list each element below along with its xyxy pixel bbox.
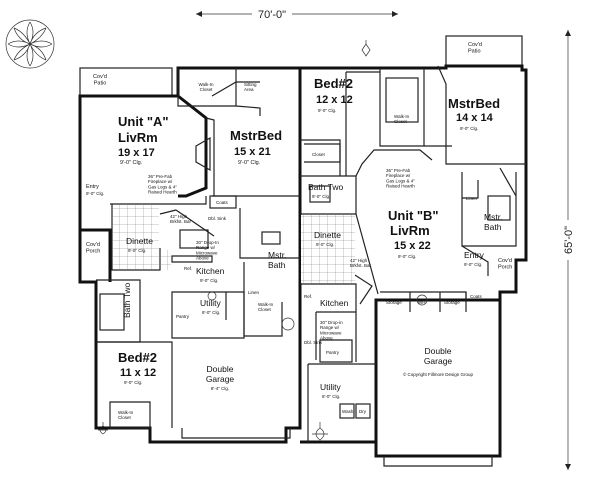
unit-b-mstrbed-ceiling: 9'-0" Clg. bbox=[460, 126, 478, 131]
width-dimension-label: 70'-0" bbox=[258, 9, 286, 21]
unit-b-mstrbed-label: MstrBed bbox=[448, 96, 500, 111]
unit-a-livrm-size: 19 x 17 bbox=[118, 147, 155, 159]
unit-a-interior bbox=[96, 68, 300, 439]
unit-a-mstrbed-size: 15 x 21 bbox=[234, 146, 271, 158]
landscape-marks bbox=[98, 40, 371, 441]
unit-b-bed2-label: Bed#2 bbox=[314, 76, 353, 91]
unit-a-mstr-bath-label: Mstr.Bath bbox=[268, 250, 286, 270]
unit-b-walls bbox=[300, 35, 528, 458]
unit-a-utility-ceiling: 8'-0" Clg. bbox=[202, 310, 220, 315]
width-dimension: 70'-0" bbox=[196, 6, 398, 21]
unit-b-dbl-sink-label: Dbl. Sink bbox=[304, 340, 323, 345]
unit-b-bath-two-ceiling: 9'-0" Clg. bbox=[312, 194, 330, 199]
unit-a-kitchen-floor bbox=[161, 250, 171, 270]
unit-b-ref-label: Ref. bbox=[304, 294, 312, 299]
unit-b-mstr-bath-label: Mstr.Bath bbox=[484, 212, 502, 232]
unit-a-dinette-label: Dinette bbox=[126, 236, 153, 246]
unit-a-mstrbed-label: MstrBed bbox=[230, 128, 282, 143]
fixture-circles bbox=[207, 291, 428, 331]
unit-b-wh-label: WH bbox=[418, 300, 426, 305]
unit-a-pantry-label: Pantry bbox=[176, 314, 190, 319]
unit-b-coats-label: Coats bbox=[470, 294, 483, 299]
unit-b-mstrbed-size: 14 x 14 bbox=[456, 112, 494, 124]
copyright-notice: © Copyright Fillmore Design Group bbox=[403, 371, 474, 377]
unit-a-coats-label: Coats bbox=[216, 200, 229, 205]
unit-b-entry-label: Entry bbox=[464, 250, 485, 260]
unit-b-linen-label: Linen bbox=[466, 196, 478, 201]
unit-b-kitchen-label: Kitchen bbox=[320, 298, 349, 308]
unit-b-livrm-name: Unit "B" bbox=[388, 208, 439, 223]
unit-b-storage-1-label: Storage bbox=[386, 300, 402, 305]
unit-b-dryer-label: Dry bbox=[359, 409, 367, 414]
unit-a-bed2-label: Bed#2 bbox=[118, 350, 157, 365]
unit-a-garage-ceiling: 8'-4" Clg. bbox=[211, 386, 229, 391]
unit-a-kitchen-ceiling: 9'-0" Clg. bbox=[200, 278, 218, 283]
unit-b-livrm-ceiling: 9'-0" Clg. bbox=[398, 254, 416, 259]
unit-a-bath-two-label: Bath Two bbox=[122, 282, 132, 318]
unit-b-utility-label: Utility bbox=[320, 382, 342, 392]
unit-b-washer-label: Wash bbox=[342, 409, 354, 414]
unit-a-mstrbed-ceiling: 9'-0" Clg. bbox=[238, 160, 261, 166]
unit-b-livrm-size: 15 x 22 bbox=[394, 240, 431, 252]
unit-a-linen-label: Linen bbox=[248, 290, 260, 295]
unit-b-entry-ceiling: 9'-0" Clg. bbox=[464, 262, 482, 267]
unit-b-storage-2-label: Storage bbox=[444, 300, 460, 305]
unit-b-bath-two-label: Bath Two bbox=[308, 182, 344, 192]
unit-b-interior bbox=[300, 65, 526, 467]
depth-dimension: 65'-0" bbox=[562, 30, 576, 470]
unit-b-bed2-ceiling: 9'-0" Clg. bbox=[318, 108, 336, 113]
unit-b-closet-label: Closet bbox=[312, 152, 326, 157]
unit-a-bed2-size: 11 x 12 bbox=[120, 367, 156, 379]
unit-b-pantry-label: Pantry bbox=[326, 350, 340, 355]
unit-b-utility-ceiling: 8'-0" Clg. bbox=[322, 394, 340, 399]
unit-b-bed2-size: 12 x 12 bbox=[316, 94, 353, 106]
unit-b-dinette-floor bbox=[301, 215, 355, 283]
unit-a-utility-label: Utility bbox=[200, 298, 222, 308]
unit-a-livrm-label: LivRm bbox=[118, 130, 158, 145]
unit-a-dinette-floor bbox=[113, 205, 159, 269]
unit-b-dinette-ceiling: 9'-0" Clg. bbox=[316, 242, 334, 247]
unit-b-livrm-label: LivRm bbox=[390, 223, 430, 238]
unit-a-kitchen-label: Kitchen bbox=[196, 266, 225, 276]
unit-a-livrm-name: Unit "A" bbox=[118, 114, 169, 129]
unit-a-entry-label: Entry bbox=[86, 184, 99, 190]
unit-b-dinette-label: Dinette bbox=[314, 230, 341, 240]
depth-dimension-label: 65'-0" bbox=[563, 226, 575, 254]
unit-a-entry-ceiling: 9'-0" Clg. bbox=[86, 191, 104, 196]
unit-a-livrm-ceiling: 9'-0" Clg. bbox=[120, 160, 143, 166]
unit-a-bed2-ceiling: 9'-0" Clg. bbox=[124, 380, 142, 385]
unit-a-ref-label: Ref. bbox=[184, 266, 192, 271]
tree-symbol bbox=[5, 19, 55, 69]
unit-a-dbl-sink-label: Dbl. Sink bbox=[208, 216, 227, 221]
unit-a-dinette-ceiling: 9'-0" Clg. bbox=[128, 248, 146, 253]
